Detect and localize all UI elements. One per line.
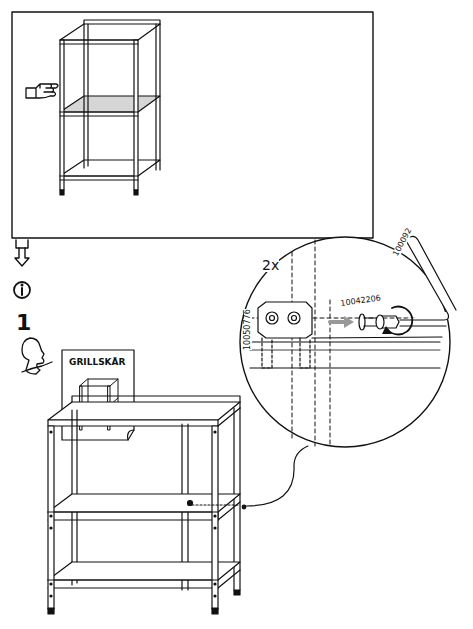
overview-shelf [60, 20, 160, 195]
info-symbol [14, 282, 30, 298]
reading-person [22, 338, 52, 374]
overview-frame [12, 12, 373, 238]
pointing-hand [26, 84, 58, 98]
down-arrow [15, 240, 29, 266]
booklet-cover: GRILLSKÄR [66, 356, 129, 369]
detail-zoom [240, 236, 456, 447]
step-number: 1 [16, 312, 31, 334]
part-number: 10050776 [244, 309, 252, 350]
booklet-title: GRILLSKÄR [66, 356, 129, 369]
leader-line [246, 446, 308, 506]
quantity: 2x [262, 258, 279, 272]
main-shelf-unit [48, 396, 246, 614]
